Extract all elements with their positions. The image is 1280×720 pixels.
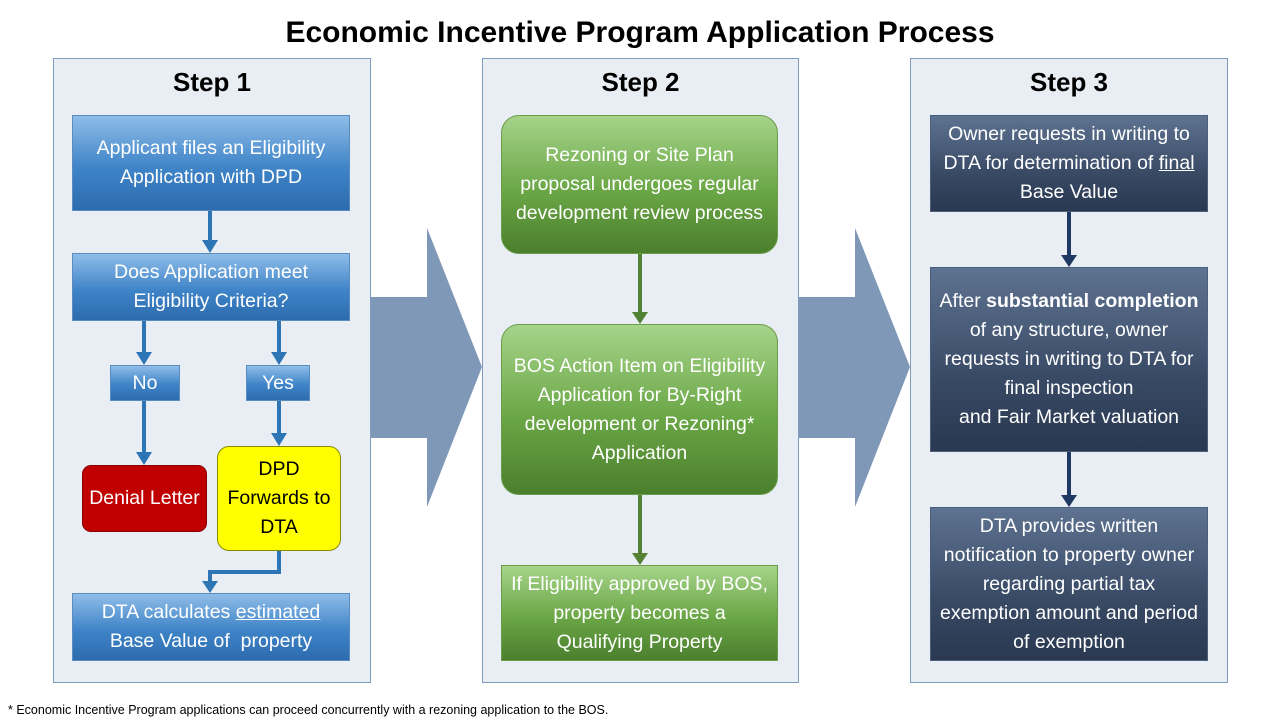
arrowhead [632,553,648,565]
bos-action-box: BOS Action Item on Eligibility Applicati… [501,324,778,495]
after-line2: and Fair Market valuation [958,406,1180,428]
arrowhead [202,240,218,253]
notify-text: DTA provides written notification to pro… [939,514,1198,653]
yes-text: Yes [262,371,294,394]
apply-text: Applicant files an Eligibility Applicati… [96,137,326,188]
calc-text: DTA calculates estimated Base Value of p… [79,598,343,656]
arrowhead [1061,495,1077,507]
arrowhead [1061,255,1077,267]
notification-box: DTA provides written notification to pro… [930,507,1208,661]
footnote: * Economic Incentive Program application… [8,703,609,717]
review-text: Rezoning or Site Plan proposal undergoes… [515,144,764,224]
apply-box: Applicant files an Eligibility Applicati… [72,115,350,211]
req-pre: Owner requests in writing to DTA for det… [943,123,1190,174]
no-text: No [132,371,158,394]
calculate-base-value-box: DTA calculates estimated Base Value of p… [72,593,350,661]
calc-pre: DTA calculates [101,601,236,623]
substantial-completion-box: After substantial completion of any stru… [930,267,1208,452]
eligibility-question-box: Does Application meet Eligibility Criter… [72,253,350,321]
arrowhead [271,352,287,365]
diagram-title: Economic Incentive Program Application P… [285,16,995,49]
calc-underlined: estimated [235,601,321,623]
after-bold: substantial completion [986,290,1199,312]
denial-letter-box: Denial Letter [82,465,207,532]
after-post: of any structure, owner requests in writ… [944,319,1194,399]
question-text: Does Application meet Eligibility Criter… [113,261,309,312]
step3-heading: Step 3 [1029,67,1109,97]
arrowhead [271,433,287,446]
arrowhead [136,452,152,465]
qualify-text: If Eligibility approved by BOS, property… [511,572,768,653]
qualifying-property-box: If Eligibility approved by BOS, property… [501,565,778,661]
yes-box: Yes [246,365,310,401]
step2-heading: Step 2 [601,67,680,97]
after-pre: After [939,290,987,312]
forward-text: DPD Forwards to DTA [227,458,331,538]
no-box: No [110,365,180,401]
dpd-forwards-box: DPD Forwards to DTA [217,446,341,551]
bos-text: BOS Action Item on Eligibility Applicati… [513,354,766,464]
owner-request-box: Owner requests in writing to DTA for det… [930,115,1208,212]
big-arrow-step2-to-3 [799,228,910,507]
denial-text: Denial Letter [89,487,200,509]
req-post: Base Value [1019,181,1119,203]
arrowhead [136,352,152,365]
calc-post: Base Value of property [109,601,326,652]
review-box: Rezoning or Site Plan proposal undergoes… [501,115,778,254]
arrowhead [632,312,648,324]
request-text: Owner requests in writing to DTA for det… [937,120,1201,207]
step1-heading: Step 1 [172,67,252,97]
arrowhead [202,581,218,593]
after-text: After substantial completion of any stru… [937,287,1201,432]
big-arrow-step1-to-2 [371,228,482,507]
req-underlined: final [1158,152,1195,174]
